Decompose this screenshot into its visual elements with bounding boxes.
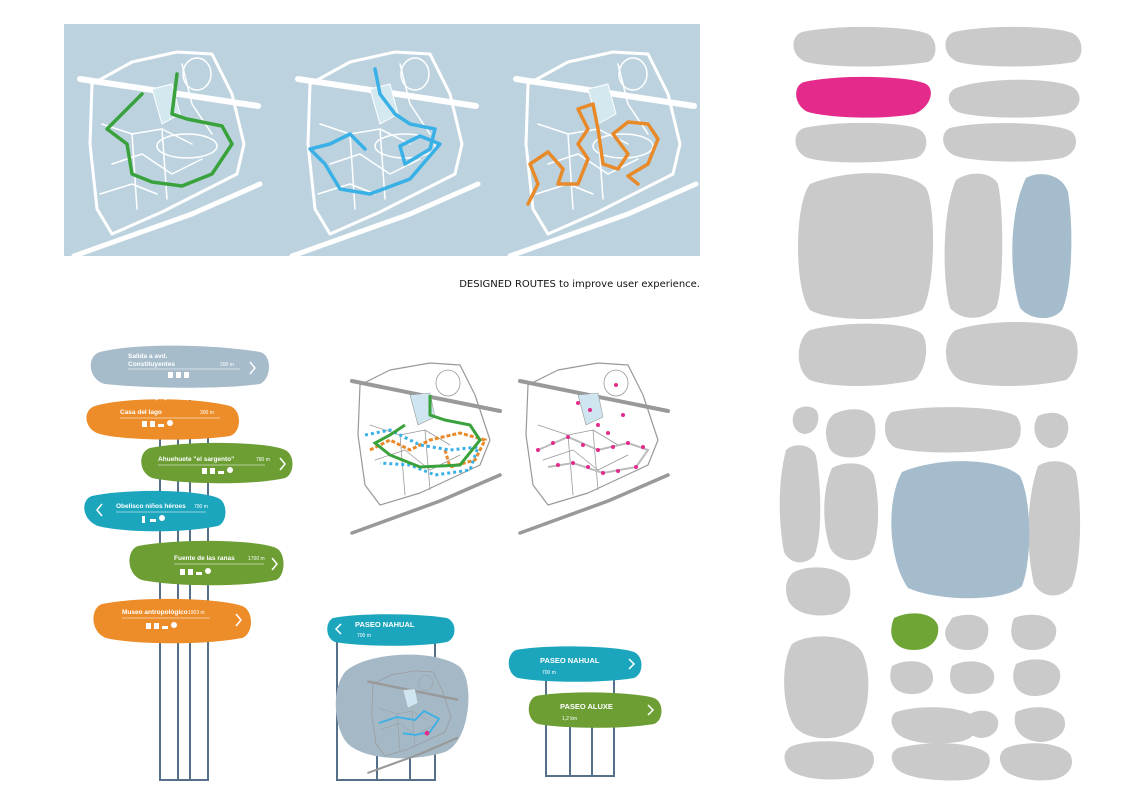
sign-salida[interactable]: Salida a avd. Constituyentes 200 m [90,345,270,388]
pebble-pattern [779,26,1082,781]
sign-museo-pictograms [146,622,177,629]
sign-museo[interactable]: Museo antropológico 1903 m [93,598,251,644]
all-routes-map [350,361,502,535]
pebble [1011,614,1057,650]
pebble [1014,707,1066,742]
sign-fuente-ranas[interactable]: Fuente de las ranas 1700 m [129,540,284,586]
pebble-pink [796,76,931,118]
sign-salida-label-1: Salida a avd. [128,353,168,360]
pebble [784,741,874,780]
pebble [793,26,936,67]
route-map-orange [510,52,696,256]
points-of-interest-map [518,361,670,535]
chevron-left-icon [96,503,103,517]
chevron-right-icon [628,658,636,670]
signpost-illustration: Salida a avd. Constituyentes 200 m Casa … [84,345,293,781]
pebble [966,710,999,738]
chevron-right-icon [235,613,242,627]
sign-fuente-ranas-label: Fuente de las ranas [174,555,235,562]
pebble [999,743,1072,781]
pebble [824,463,879,561]
sign-paseo-nahual-distance: 700 m [542,670,556,676]
combined-route-maps [350,361,670,535]
map-sign-map [367,669,459,774]
pebble [1028,461,1081,596]
sign-casa-del-lago-distance: 300 m [200,410,214,416]
chevron-up-icon [155,393,167,401]
pebble [890,661,934,694]
small-signpost-illustration: PASEO NAHUAL 700 m PASEO ALUXE 1,2 km [508,646,662,777]
pebble [945,614,989,650]
pebble [884,407,1021,453]
sign-obelisco-distance: 700 m [194,504,208,510]
pebble [798,323,927,386]
chevron-right-icon [647,704,655,716]
sign-ahuehuete-pictograms [202,467,233,474]
pebble [798,173,934,319]
pebble [826,409,876,458]
map-sign-distance: 700 m [357,633,371,639]
pebble [950,661,995,694]
sign-paseo-aluxe[interactable]: PASEO ALUXE 1,2 km [528,692,662,728]
chevron-left-icon [334,623,342,635]
pebble-blue-grey [1012,174,1072,319]
sign-fuente-ranas-pictograms [180,568,211,575]
sign-obelisco-pictograms [142,515,165,523]
pebble [943,123,1077,162]
sign-casa-del-lago-label: Casa del lago [120,409,162,416]
pebble [1013,659,1061,696]
sign-ahuehuete[interactable]: Ahuehuete "el sargento" 780 m [141,442,293,484]
pebble [1034,412,1069,448]
pebble [795,122,927,163]
route-maps-panel [64,24,700,256]
pebble [891,743,990,781]
pebble [786,567,851,616]
sign-salida-distance: 200 m [220,362,234,368]
routes-caption: DESIGNED ROUTES to improve user experien… [459,279,700,290]
sign-ahuehuete-distance: 780 m [256,457,270,463]
pebble [945,26,1082,67]
map-sign-header[interactable]: PASEO NAHUAL 700 m [327,614,455,646]
pebble-blue-grey-large [891,461,1030,599]
pebble [779,445,821,563]
pebble [784,636,869,739]
pebble [948,79,1080,118]
sign-paseo-aluxe-title: PASEO ALUXE [560,702,613,711]
sign-casa-del-lago-pictograms [142,420,173,427]
map-sign-title: PASEO NAHUAL [355,620,415,629]
sign-paseo-aluxe-distance: 1,2 km [562,716,577,722]
sign-salida-label-2: Constituyentes [128,361,175,368]
sign-salida-pictograms [168,372,189,378]
route-map-green [74,52,260,256]
sign-obelisco-label: Obelisco niños héroes [116,503,186,510]
map-sign-illustration: PASEO NAHUAL 700 m [327,614,469,781]
sign-paseo-nahual[interactable]: PASEO NAHUAL 700 m [508,646,642,682]
pebble [792,406,819,434]
chevron-right-icon [279,457,286,471]
sign-paseo-nahual-title: PASEO NAHUAL [540,656,600,665]
sign-obelisco[interactable]: Obelisco niños héroes 700 m [84,490,226,532]
sign-museo-label: Museo antropológico [122,609,188,616]
chevron-right-icon [271,557,278,571]
sign-museo-distance: 1903 m [188,610,205,616]
pebble [945,321,1078,386]
pebble-green [891,613,939,650]
sign-ahuehuete-label: Ahuehuete "el sargento" [158,456,234,463]
route-maps-svg [64,24,700,256]
sign-fuente-ranas-distance: 1700 m [248,556,265,562]
pebble [944,173,1003,318]
route-map-blue [292,52,478,256]
sign-casa-del-lago[interactable]: Casa del lago 300 m [86,393,239,440]
pebble [891,707,978,744]
chevron-right-icon [249,361,256,375]
